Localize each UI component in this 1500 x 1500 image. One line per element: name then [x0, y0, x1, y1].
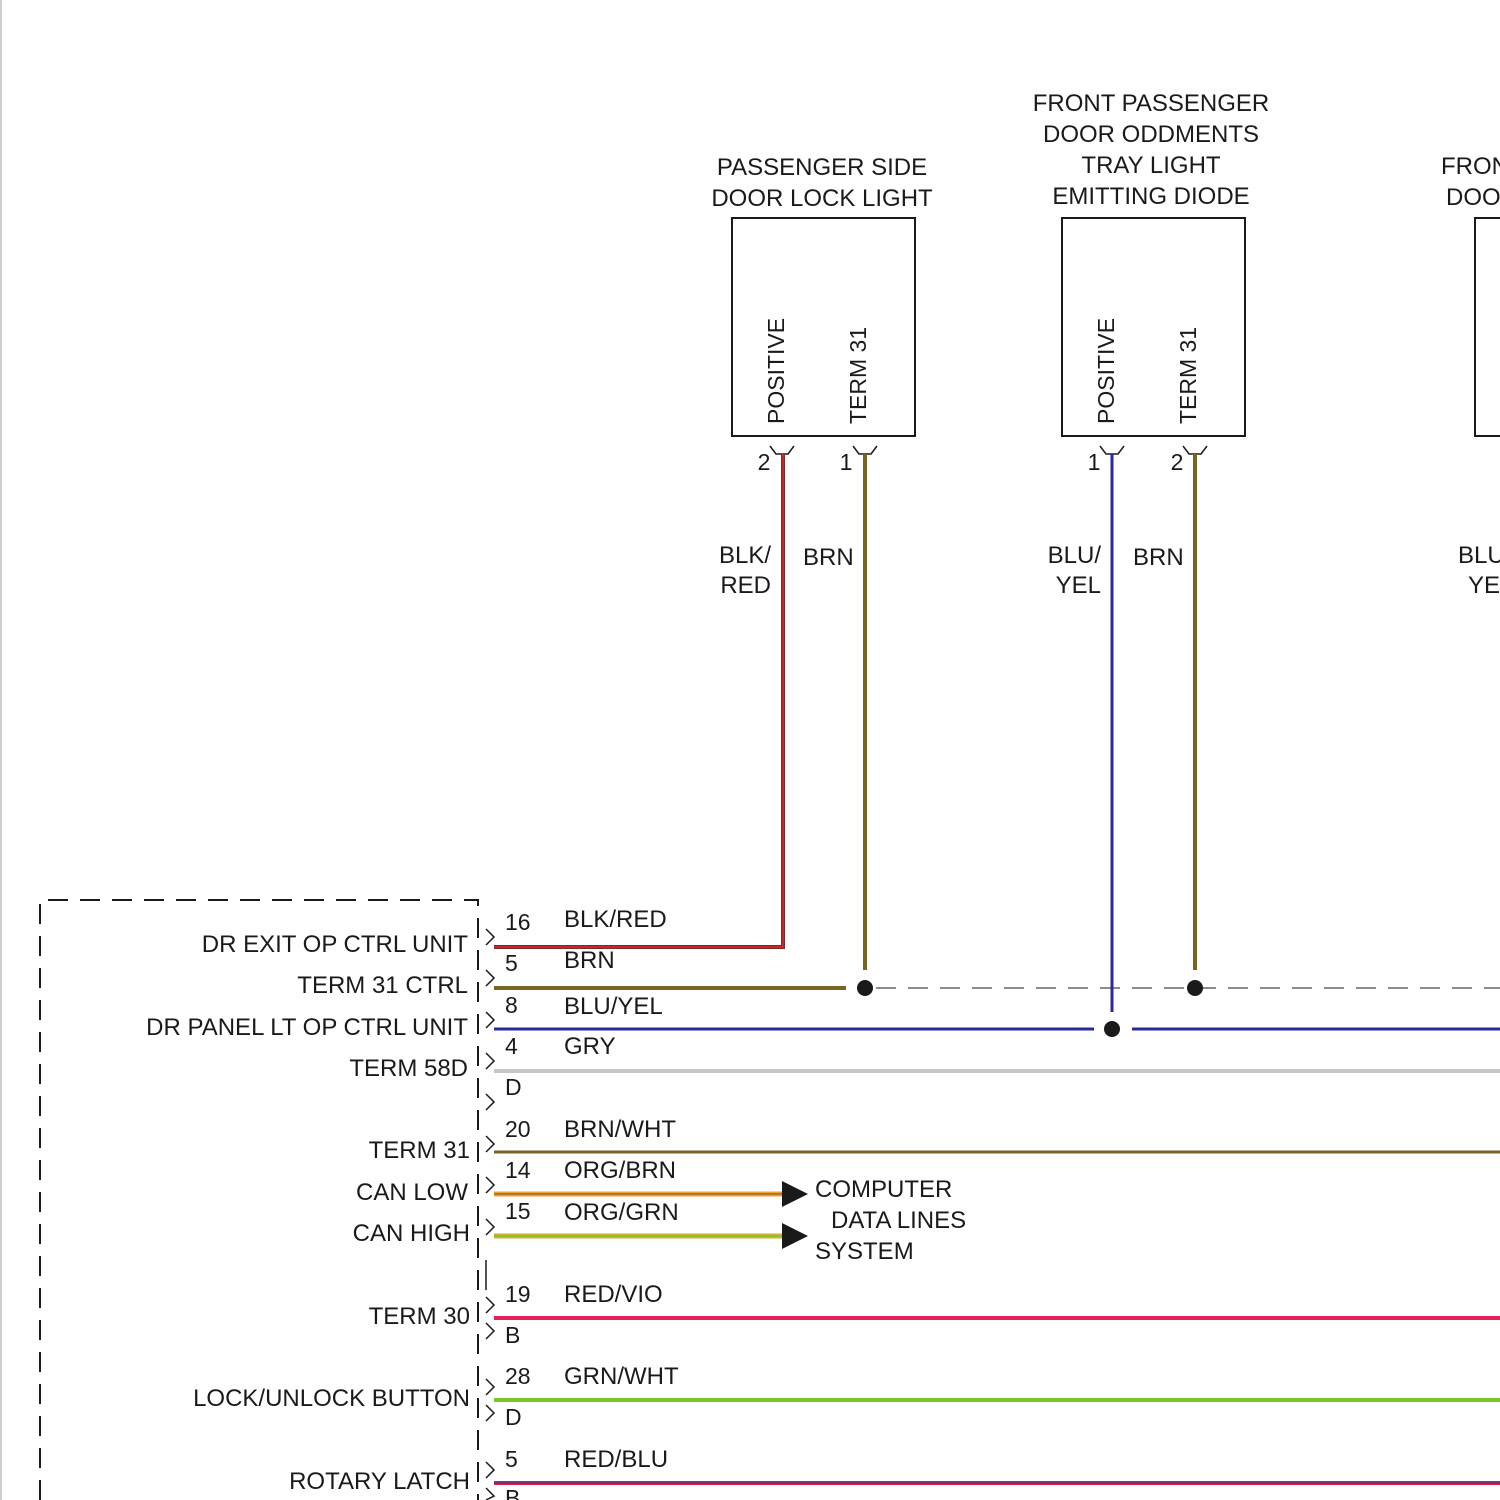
component-title: FRONT PASSENGER: [1033, 90, 1269, 117]
system-label: COMPUTER: [815, 1176, 952, 1203]
wire-color-label: BRN: [803, 544, 854, 571]
pin-number: 1: [840, 449, 853, 475]
system-label: SYSTEM: [815, 1238, 914, 1265]
circuit-label: LOCK/UNLOCK BUTTON: [193, 1385, 470, 1412]
partial-right-component: FRON DOO BLU YE: [1441, 153, 1500, 599]
connector-letter: D: [505, 1074, 522, 1100]
wire-color-label: ORG/BRN: [564, 1157, 676, 1184]
pin-label-term31: TERM 31: [845, 327, 871, 424]
circuit-label: TERM 31 CTRL: [297, 972, 468, 999]
control-unit-labels: DR EXIT OP CTRL UNIT TERM 31 CTRL DR PAN…: [146, 931, 470, 1495]
arrow-icon: [782, 1223, 808, 1249]
wire-color-label: RED: [720, 572, 771, 599]
wire-color-label: YEL: [1056, 572, 1101, 599]
passenger-door-lock-light: PASSENGER SIDE DOOR LOCK LIGHT POSITIVE …: [711, 154, 933, 599]
wire-color-label: BLU: [1458, 542, 1500, 569]
circuit-label: CAN LOW: [356, 1179, 468, 1206]
pin-number: 28: [505, 1363, 531, 1389]
component-box: [732, 218, 915, 436]
component-title: DOO: [1446, 184, 1500, 211]
component-title: FRON: [1441, 153, 1500, 180]
tray-light-emitting-diode: FRONT PASSENGER DOOR ODDMENTS TRAY LIGHT…: [1033, 90, 1269, 599]
pin-label-term31: TERM 31: [1175, 327, 1201, 424]
wire-color-label: RED/VIO: [564, 1281, 663, 1308]
wire-color-label: BLK/RED: [564, 906, 667, 933]
computer-data-lines-label: COMPUTER DATA LINES SYSTEM: [815, 1176, 966, 1265]
circuit-label: TERM 31: [369, 1137, 470, 1164]
circuit-label: TERM 58D: [349, 1055, 468, 1082]
pin-terminal: [770, 446, 794, 454]
arrow-icon: [782, 1181, 808, 1207]
circuit-label: ROTARY LATCH: [289, 1468, 470, 1495]
pin-number: 2: [1171, 449, 1184, 475]
pin-number: 5: [505, 1446, 518, 1472]
splice-dot: [857, 980, 873, 996]
wire-color-label: BRN: [564, 947, 615, 974]
pin-number: 16: [505, 909, 531, 935]
component-box: [1475, 218, 1500, 436]
wire-color-label: YE: [1468, 572, 1500, 599]
connector-letter: D: [505, 1404, 522, 1430]
component-box: [1062, 218, 1245, 436]
splice-dot: [1187, 980, 1203, 996]
connector-letter: B: [505, 1485, 520, 1500]
pin-terminal: [853, 446, 877, 454]
component-title: EMITTING DIODE: [1052, 183, 1249, 210]
wire-color-label: BLK/: [719, 542, 771, 569]
pin-number: 14: [505, 1157, 531, 1183]
wire-color-label: BRN: [1133, 544, 1184, 571]
pin-terminal: [1183, 446, 1207, 454]
wire-blk-red: [494, 454, 783, 947]
wire-color-label: BLU/YEL: [564, 993, 663, 1020]
wire-color-label: BLU/: [1048, 542, 1102, 569]
connector-brackets: [486, 929, 494, 1500]
component-title: TRAY LIGHT: [1081, 152, 1220, 179]
pin-number: 4: [505, 1033, 518, 1059]
wire-color-label: RED/BLU: [564, 1446, 668, 1473]
pin-label-positive: POSITIVE: [763, 318, 789, 424]
connector-letter: B: [505, 1322, 520, 1348]
pin-table: 16 BLK/RED 5 BRN 8 BLU/YEL 4 GRY D 20 BR…: [505, 906, 679, 1500]
pin-number: 8: [505, 992, 518, 1018]
pin-number: 15: [505, 1198, 531, 1224]
wire-color-label: GRY: [564, 1033, 616, 1060]
component-title: DOOR LOCK LIGHT: [711, 185, 933, 212]
component-title: PASSENGER SIDE: [717, 154, 927, 181]
component-title: DOOR ODDMENTS: [1043, 121, 1259, 148]
circuit-label: CAN HIGH: [353, 1220, 470, 1247]
splice-dot: [1104, 1021, 1120, 1037]
system-label: DATA LINES: [831, 1207, 966, 1234]
wire-blk-red-stripe: [494, 454, 783, 947]
circuit-label: DR EXIT OP CTRL UNIT: [202, 931, 469, 958]
circuit-label: TERM 30: [369, 1303, 470, 1330]
wires: [494, 454, 1500, 1483]
pin-number: 20: [505, 1116, 531, 1142]
pin-number: 19: [505, 1281, 531, 1307]
circuit-label: DR PANEL LT OP CTRL UNIT: [146, 1014, 468, 1041]
pin-number: 5: [505, 950, 518, 976]
wire-color-label: GRN/WHT: [564, 1363, 679, 1390]
pin-terminal: [1100, 446, 1124, 454]
pin-label-positive: POSITIVE: [1093, 318, 1119, 424]
pin-number: 1: [1088, 449, 1101, 475]
pin-number: 2: [758, 449, 771, 475]
wire-color-label: ORG/GRN: [564, 1199, 679, 1226]
wire-color-label: BRN/WHT: [564, 1116, 676, 1143]
